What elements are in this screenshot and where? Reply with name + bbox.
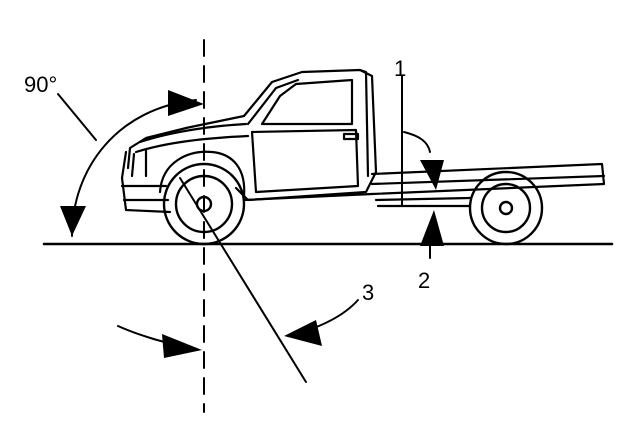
callout-2-label: 2 [418,268,430,293]
angle-arrow-top [168,90,204,116]
callout-1-label: 1 [394,56,406,81]
angle-label: 90° [24,72,57,97]
truck-body [120,68,378,214]
angle-label-pointer [57,93,97,141]
callout-3-label: 3 [362,280,374,305]
callout-2-arrow [420,210,444,246]
callout-1-leader [403,131,431,153]
chassis-frame [370,162,606,208]
angle-arrow-bottom [60,206,86,236]
callout-3-arrow [284,320,322,346]
front-wheel [162,162,246,246]
callout-1-arrow [420,160,444,190]
bottom-left-arrow [162,334,202,358]
rear-wheel [468,170,544,246]
steering-axis-line [179,177,307,383]
